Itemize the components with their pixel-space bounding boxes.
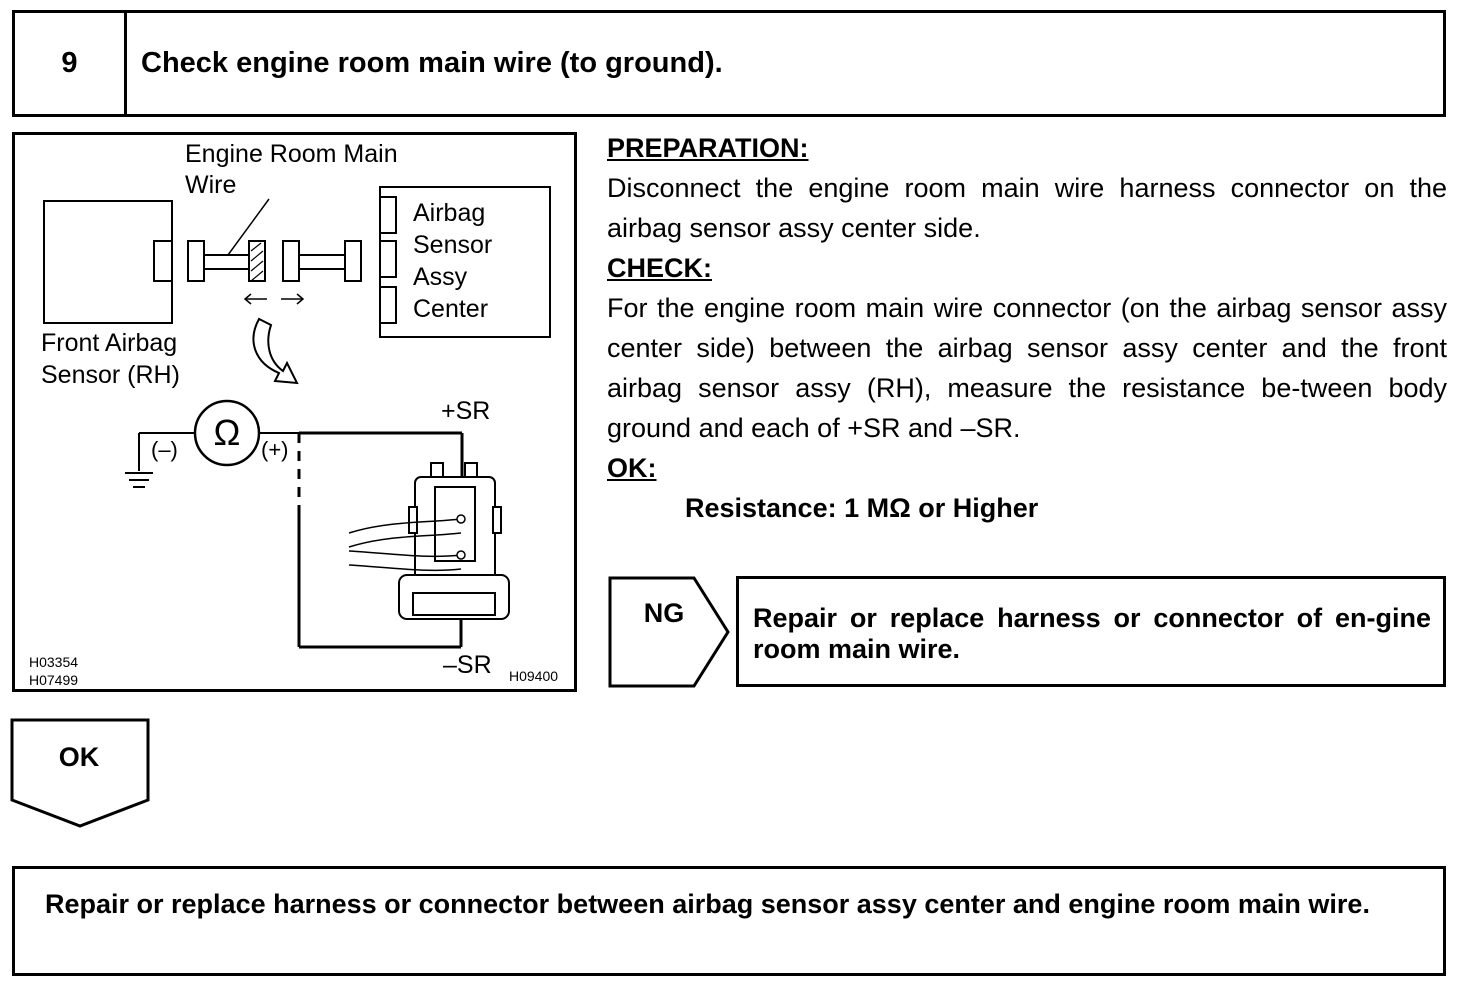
ng-action-text: Repair or replace harness or connector o… xyxy=(753,603,1431,664)
front-airbag-sensor-block xyxy=(43,200,173,324)
ok-spec: Resistance: 1 MΩ or Higher xyxy=(685,493,1039,523)
figure-code-3: H09400 xyxy=(509,668,558,684)
wire-connector xyxy=(187,240,362,282)
ng-label: NG xyxy=(643,598,685,628)
label-front-airbag-sensor: Front Airbag xyxy=(41,329,177,357)
diagram-drawing: Engine Room Main Wire Front Airbag Senso… xyxy=(29,140,558,688)
plus-probe-label: (+) xyxy=(261,437,289,462)
label-center-1: Airbag xyxy=(413,199,485,227)
step-number: 9 xyxy=(15,13,127,114)
ng-action-box: Repair or replace harness or connector o… xyxy=(736,576,1446,687)
figure-code-2: H07499 xyxy=(29,672,78,688)
instructions: PREPARATION: Disconnect the engine room … xyxy=(607,128,1447,528)
minus-probe-label: (–) xyxy=(151,437,178,462)
connector-illustration xyxy=(398,462,510,620)
label-engine-room-main-wire: Engine Room Main xyxy=(185,140,398,168)
final-action-text: Repair or replace harness or connector b… xyxy=(45,889,1370,919)
ground-icon xyxy=(125,432,195,488)
terminal-plus-sr: +SR xyxy=(441,397,490,425)
step-header: 9 Check engine room main wire (to ground… xyxy=(12,10,1446,117)
step-title: Check engine room main wire (to ground). xyxy=(141,47,723,79)
ok-label: OK xyxy=(58,742,100,772)
ok-heading: OK: xyxy=(607,453,657,483)
pointer-arrow xyxy=(252,317,299,385)
wiring-diagram: Engine Room Main Wire Front Airbag Senso… xyxy=(12,132,577,692)
label-center-3: Assy xyxy=(413,263,468,291)
label-center-2: Sensor xyxy=(413,231,492,259)
label-front-airbag-sensor-2: Sensor (RH) xyxy=(41,361,180,389)
final-action-box: Repair or replace harness or connector b… xyxy=(12,866,1446,976)
label-engine-room-main-wire-2: Wire xyxy=(185,171,236,199)
ohm-symbol: Ω xyxy=(214,412,241,453)
preparation-heading: PREPARATION: xyxy=(607,133,809,163)
ng-arrow-icon xyxy=(608,576,730,688)
preparation-text: Disconnect the engine room main wire har… xyxy=(607,173,1447,243)
check-heading: CHECK: xyxy=(607,253,712,283)
figure-code-1: H03354 xyxy=(29,654,78,670)
terminal-minus-sr: –SR xyxy=(443,651,492,679)
label-center-4: Center xyxy=(413,295,488,323)
ok-arrow-icon xyxy=(10,718,150,828)
check-text: For the engine room main wire connector … xyxy=(607,293,1447,443)
